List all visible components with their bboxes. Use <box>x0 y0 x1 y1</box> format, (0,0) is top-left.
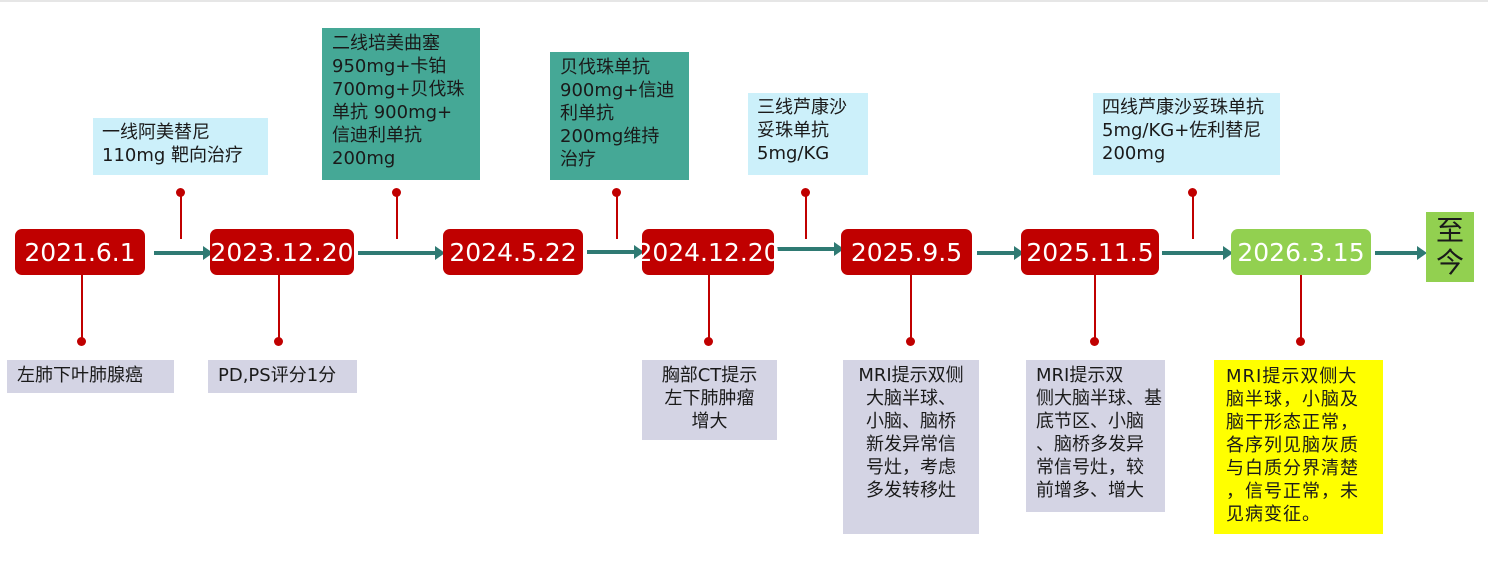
finding-text: 脑干形态正常， <box>1226 412 1359 433</box>
date-node-1: 2021.6.1 <box>15 229 145 275</box>
treatment-text: 200mg <box>332 148 396 169</box>
finding-connector-dot-5 <box>1090 337 1099 346</box>
treatment-text: 二线培美曲塞 <box>332 33 440 54</box>
finding-text: 左肺下叶肺腺癌 <box>17 365 143 386</box>
finding-connector-4 <box>910 275 912 339</box>
date-node-7: 2026.3.15 <box>1231 229 1371 275</box>
finding-connector-2 <box>278 275 280 339</box>
treatment-text: 110mg 靶向治疗 <box>102 145 244 166</box>
treatment-text: 900mg+信迪 <box>560 80 675 101</box>
finding-text: MRI提示双侧 <box>858 365 964 386</box>
treatment-connector-2 <box>396 192 398 239</box>
finding-text: 多发转移灶 <box>866 480 956 501</box>
treatment-text: 四线芦康沙妥珠单抗 <box>1102 97 1264 118</box>
treatment-text: 信迪利单抗 <box>332 125 422 146</box>
treatment-text: 三线芦康沙 <box>757 97 847 118</box>
treatment-connector-3 <box>616 192 618 239</box>
treatment-text: 单抗 900mg+ <box>332 102 453 123</box>
finding-connector-dot-3 <box>704 337 713 346</box>
date-node-4: 2024.12.20 <box>636 229 780 275</box>
finding-text: 侧大脑半球、基 <box>1036 388 1162 409</box>
treatment-text: 妥珠单抗 <box>757 120 829 141</box>
timeline-arrow-7 <box>1375 246 1427 260</box>
finding-text: 底节区、小脑 <box>1036 411 1144 432</box>
treatment-box-first-line: 一线阿美替尼 110mg 靶向治疗 <box>93 118 268 175</box>
finding-text: 脑半球，小脑及 <box>1226 389 1359 410</box>
treatment-text: 利单抗 <box>560 103 614 124</box>
timeline-arrow-2 <box>358 246 445 260</box>
finding-connector-dot-2 <box>274 337 283 346</box>
treatment-text: 700mg+贝伐珠 <box>332 79 465 100</box>
finding-box-pd: PD,PS评分1分 <box>208 360 357 393</box>
treatment-text: 治疗 <box>560 149 596 170</box>
treatment-text: 一线阿美替尼 <box>102 122 210 143</box>
finding-text: 小脑、脑桥 <box>866 411 956 432</box>
finding-box-diagnosis: 左肺下叶肺腺癌 <box>7 360 174 393</box>
treatment-connector-1 <box>180 192 182 239</box>
finding-text: PD,PS评分1分 <box>218 365 337 386</box>
finding-connector-dot-4 <box>906 337 915 346</box>
finding-text: 常信号灶，较 <box>1036 457 1144 478</box>
finding-connector-6 <box>1300 275 1302 339</box>
finding-box-ct: 胸部CT提示 左下肺肿瘤 增大 <box>642 360 777 440</box>
treatment-box-third-line: 三线芦康沙 妥珠单抗 5mg/KG <box>748 93 868 175</box>
finding-text: 与白质分界清楚 <box>1226 458 1359 479</box>
top-border <box>0 0 1488 2</box>
treatment-connector-5 <box>1192 192 1194 239</box>
treatment-text: 5mg/KG <box>757 143 830 164</box>
finding-text: ，信号正常，未 <box>1226 481 1359 502</box>
end-box-now: 至 今 <box>1426 212 1474 282</box>
timeline-arrow-6 <box>1162 246 1233 260</box>
date-node-5: 2025.9.5 <box>841 229 972 275</box>
treatment-text: 200mg维持 <box>560 126 660 147</box>
treatment-box-maintenance: 贝伐珠单抗 900mg+信迪 利单抗 200mg维持 治疗 <box>550 52 689 180</box>
timeline-arrow-5 <box>977 246 1024 260</box>
finding-connector-3 <box>708 275 710 339</box>
finding-connector-dot-6 <box>1296 337 1305 346</box>
finding-connector-dot-1 <box>77 337 86 346</box>
finding-box-mri-2: MRI提示双 侧大脑半球、基 底节区、小脑 、脑桥多发异 常信号灶，较 前增多、… <box>1026 360 1165 512</box>
finding-text: 大脑半球、 <box>866 388 956 409</box>
finding-text: 胸部CT提示 <box>661 365 758 386</box>
finding-connector-5 <box>1094 275 1096 339</box>
finding-text: 新发异常信 <box>866 434 956 455</box>
timeline-arrow-1 <box>154 246 213 260</box>
finding-text: 见病变征。 <box>1226 504 1321 525</box>
finding-text: 增大 <box>691 411 728 432</box>
treatment-text: 贝伐珠单抗 <box>560 57 650 78</box>
finding-box-mri-1: MRI提示双侧 大脑半球、 小脑、脑桥 新发异常信 号灶，考虑 多发转移灶 <box>843 360 979 534</box>
finding-text: 、脑桥多发异 <box>1036 434 1144 455</box>
treatment-text: 5mg/KG+佐利替尼 <box>1102 120 1262 141</box>
timeline-arrow-3 <box>587 245 644 259</box>
finding-text: 左下肺肿瘤 <box>664 388 755 409</box>
finding-text: MRI提示双侧大 <box>1226 366 1358 387</box>
finding-text: 前增多、增大 <box>1036 480 1144 501</box>
treatment-text: 200mg <box>1102 143 1166 164</box>
date-node-3: 2024.5.22 <box>443 229 583 275</box>
date-node-6: 2025.11.5 <box>1021 229 1159 275</box>
date-node-2: 2023.12.20 <box>210 229 354 275</box>
treatment-text: 950mg+卡铂 <box>332 56 447 77</box>
finding-text: 号灶，考虑 <box>866 457 956 478</box>
treatment-box-second-line: 二线培美曲塞 950mg+卡铂 700mg+贝伐珠 单抗 900mg+ 信迪利单… <box>322 28 480 180</box>
treatment-box-fourth-line: 四线芦康沙妥珠单抗 5mg/KG+佐利替尼 200mg <box>1093 93 1280 175</box>
finding-text: MRI提示双 <box>1036 365 1124 386</box>
finding-connector-1 <box>81 275 83 339</box>
end-label-char-2: 今 <box>1435 246 1464 279</box>
timeline-arrow-4 <box>777 242 844 256</box>
finding-text: 各序列见脑灰质 <box>1226 435 1359 456</box>
treatment-connector-4 <box>805 192 807 239</box>
end-label-char-1: 至 <box>1435 214 1464 247</box>
finding-box-mri-3: MRI提示双侧大 脑半球，小脑及 脑干形态正常， 各序列见脑灰质 与白质分界清楚… <box>1214 360 1383 534</box>
